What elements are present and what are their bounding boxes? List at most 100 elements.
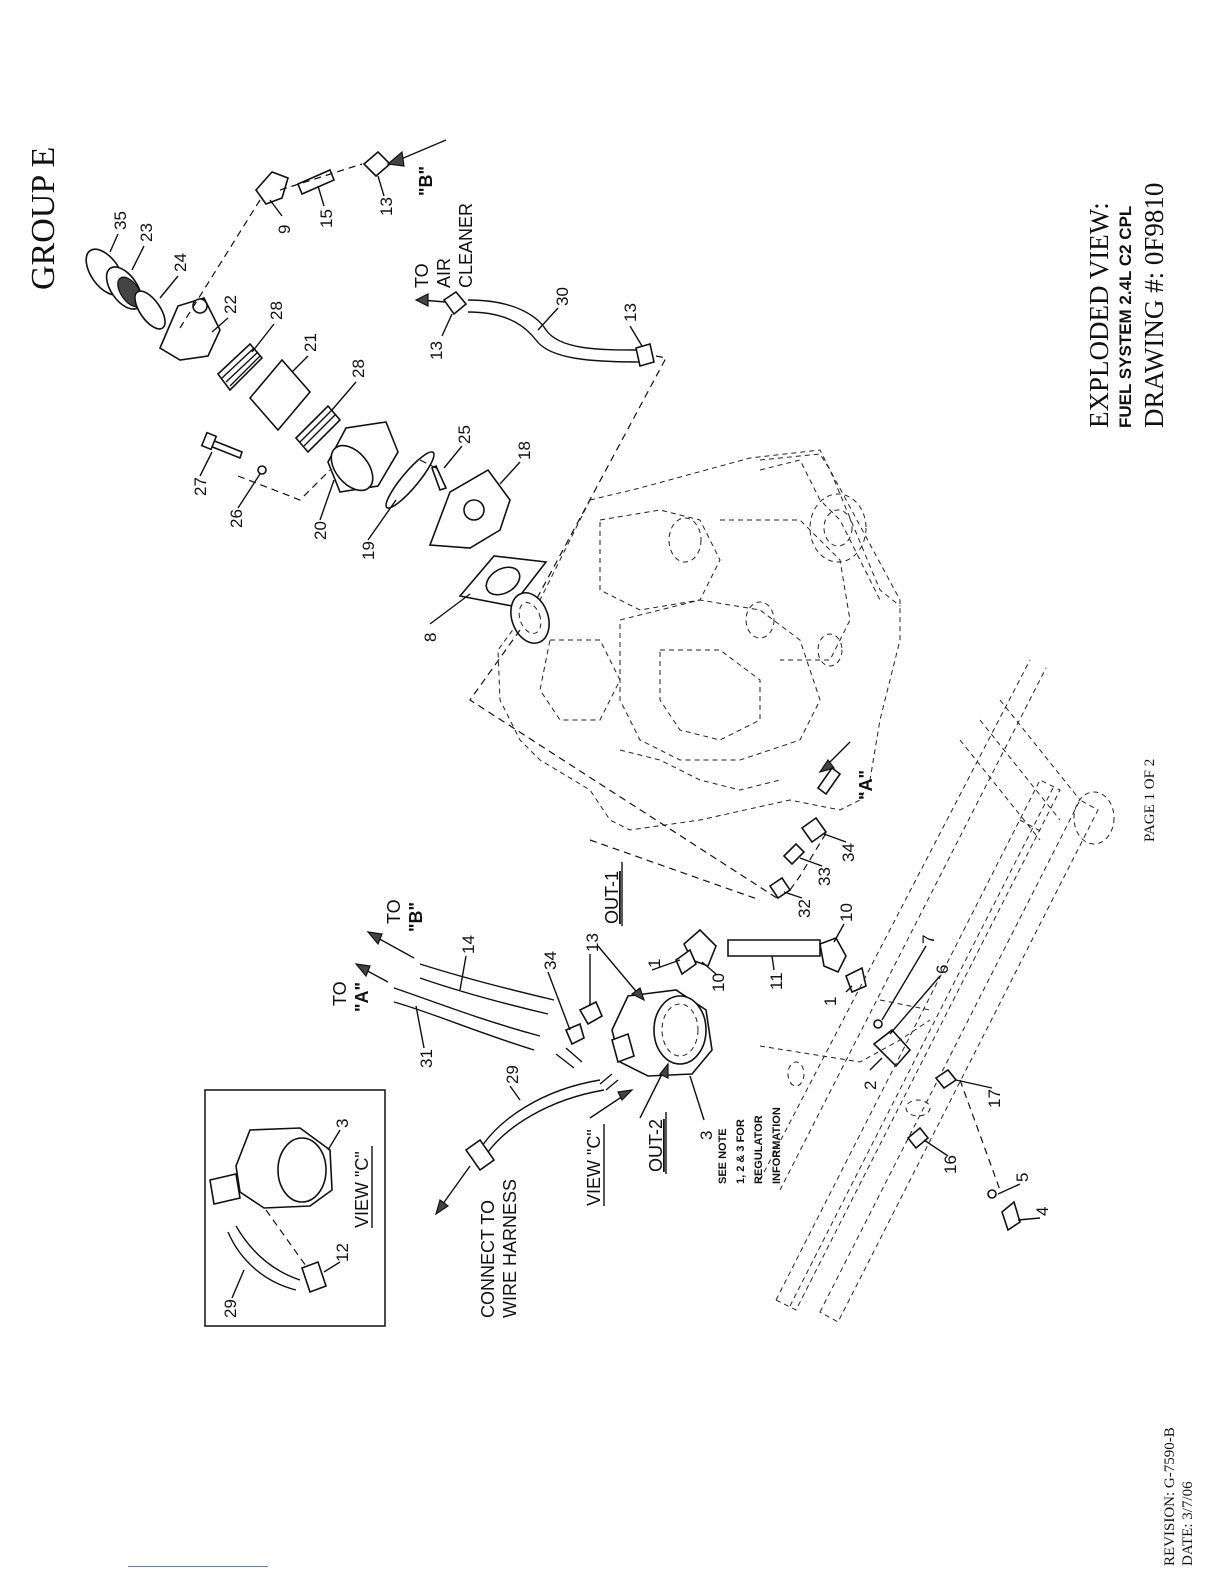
bolt-27	[209, 438, 243, 460]
clamp-34-reg	[564, 1022, 585, 1046]
part-28-a: 28	[267, 301, 286, 320]
connect-1: CONNECT TO	[478, 1200, 498, 1318]
engine-block	[469, 449, 901, 901]
fitting-15	[296, 168, 336, 196]
part-3: 3	[697, 1131, 716, 1140]
to-air-cleaner-3: CLEANER	[456, 203, 476, 288]
part-22: 22	[221, 295, 240, 314]
out-1-label: OUT-1	[602, 871, 622, 924]
part-21: 21	[301, 333, 320, 352]
view-c-label: VIEW "C"	[584, 1129, 604, 1206]
screw-25	[431, 464, 448, 492]
part-1-b: 1	[821, 997, 840, 1006]
part-34-reg: 34	[541, 951, 560, 970]
part-24: 24	[171, 253, 190, 272]
part-29: 29	[503, 1065, 522, 1084]
title-line-1: EXPLODED VIEW:	[1084, 202, 1114, 428]
part-35: 35	[111, 211, 130, 230]
date-text: DATE: 3/7/06	[1180, 1481, 1196, 1566]
washer-5	[987, 1189, 997, 1199]
clamp-13-reg	[578, 1000, 604, 1026]
part-13-hose-a: 13	[427, 341, 446, 360]
tab-17	[934, 1068, 958, 1090]
part-25: 25	[455, 425, 474, 444]
inset-view-c-label: VIEW "C"	[352, 1151, 372, 1228]
vent-fittings	[254, 139, 447, 205]
inset-connector-12	[300, 1260, 328, 1294]
part-32: 32	[795, 899, 814, 918]
inset-part-12: 12	[333, 1243, 352, 1262]
part-2: 2	[861, 1081, 880, 1090]
part-4: 4	[1033, 1207, 1052, 1216]
clamp-13-a	[442, 290, 468, 316]
part-7: 7	[919, 935, 938, 944]
title-block: EXPLODED VIEW: FUEL SYSTEM 2.4L C2 CPL D…	[1084, 183, 1169, 428]
pipe-11	[727, 939, 821, 957]
clamp-13-b	[635, 342, 655, 368]
clamp-28-upper	[216, 342, 264, 392]
part-20: 20	[311, 521, 330, 540]
part-34: 34	[839, 843, 858, 862]
part-15: 15	[317, 209, 336, 228]
part-27: 27	[191, 477, 210, 496]
see-note-4: INFORMATION	[771, 1107, 783, 1184]
to-b-1: TO	[384, 899, 404, 924]
part-10-a: 10	[709, 973, 728, 992]
bracket-2	[872, 1028, 912, 1068]
part-11: 11	[767, 972, 786, 990]
part-13-reg: 13	[583, 933, 602, 952]
inset-frame	[204, 1089, 386, 1327]
elbow-10-b	[819, 937, 847, 974]
clamp-28-lower	[294, 404, 342, 454]
inset-part-3: 3	[333, 1119, 352, 1128]
part-13-top: 13	[377, 197, 396, 216]
bolt-4	[1001, 1200, 1021, 1232]
part-13-hose-b: 13	[621, 303, 640, 322]
adapter-22	[158, 297, 221, 361]
part-17: 17	[985, 1089, 1004, 1108]
part-19: 19	[359, 541, 378, 560]
air-intake-assembly	[85, 199, 548, 607]
part-9: 9	[275, 225, 294, 234]
part-33: 33	[815, 867, 834, 886]
part-16: 16	[941, 1155, 960, 1174]
nipple-1-a	[675, 948, 697, 976]
to-air-cleaner-2: AIR	[434, 258, 454, 288]
view-c-inset	[204, 1089, 386, 1327]
part-23: 23	[137, 223, 156, 242]
frame-rail	[759, 659, 1115, 1323]
harness-connector	[464, 1138, 496, 1172]
oil-cap	[510, 592, 550, 644]
group-label: GROUP E	[25, 147, 62, 290]
see-note-1: SEE NOTE	[717, 1128, 729, 1184]
page-number: PAGE 1 OF 2	[1142, 759, 1158, 842]
part-numbers: 35 23 24 22 28 21 28 9 15 13 13 30 13 25…	[109, 175, 1052, 1318]
hyperlink-underline[interactable]	[128, 1566, 268, 1567]
revision-text: REVISION: G-7590-B	[1162, 1427, 1178, 1566]
part-30: 30	[553, 287, 572, 306]
part-6: 6	[933, 965, 952, 974]
inset-part-29: 29	[221, 1299, 240, 1318]
fitting-34	[800, 816, 828, 844]
marker-a-label: "A"	[856, 770, 876, 800]
to-b-2: "B"	[406, 902, 426, 932]
to-a-1: TO	[330, 981, 350, 1006]
regulator-assembly	[354, 931, 713, 1216]
title-line-2: FUEL SYSTEM 2.4L C2 CPL	[1116, 206, 1135, 428]
marker-a-arrow	[816, 741, 851, 796]
part-14: 14	[459, 935, 478, 954]
hose-30	[414, 290, 667, 631]
connect-2: WIRE HARNESS	[500, 1179, 520, 1318]
part-26: 26	[227, 509, 246, 528]
washer-26	[257, 465, 267, 475]
marker-b-label: "B"	[416, 166, 436, 196]
part-18: 18	[515, 441, 534, 460]
tab-16	[906, 1126, 930, 1150]
part-28-b: 28	[349, 359, 368, 378]
title-line-3: DRAWING #: 0F9810	[1139, 183, 1169, 428]
clamp-13-top	[362, 150, 392, 178]
gasket-19	[385, 451, 435, 509]
part-8: 8	[421, 633, 440, 642]
part-10-b: 10	[837, 903, 856, 922]
